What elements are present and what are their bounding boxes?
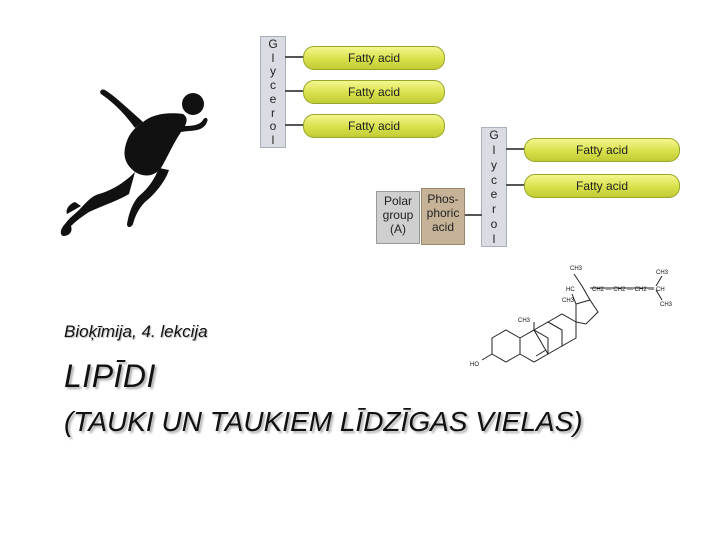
glycerol-letter: l bbox=[271, 50, 275, 65]
sprinter-silhouette-icon bbox=[60, 89, 208, 236]
phosphate-bond bbox=[461, 214, 482, 216]
ch3-label: CH3 bbox=[562, 298, 575, 304]
ch3-label: CH3 bbox=[656, 270, 669, 276]
ch3-label: CH3 bbox=[518, 318, 531, 324]
fatty-acid-chain: Fatty acid bbox=[303, 114, 445, 138]
ester-bond bbox=[285, 90, 305, 92]
fatty-acid-chain: Fatty acid bbox=[303, 80, 445, 104]
fatty-acid-chain: Fatty acid bbox=[524, 138, 680, 162]
ch3-label: CH3 bbox=[660, 302, 673, 308]
glycerol-block: G l y c e r o l bbox=[481, 127, 507, 247]
glycerol-letter: o bbox=[269, 119, 277, 134]
slide-subtitle: Bioķīmija, 4. lekcija bbox=[64, 322, 208, 341]
hc-label: HC bbox=[566, 287, 575, 293]
glycerol-letter: e bbox=[490, 187, 498, 202]
glycerol-letter: o bbox=[490, 216, 498, 231]
glycerol-letter: G bbox=[268, 36, 278, 51]
ho-label: HO bbox=[470, 362, 479, 368]
ch3-label: CH3 bbox=[570, 266, 583, 272]
glycerol-letter: r bbox=[492, 202, 496, 217]
glycerol-letter: e bbox=[269, 91, 277, 106]
ester-bond bbox=[506, 184, 526, 186]
glycerol-letter: y bbox=[491, 157, 497, 172]
phosphoric-acid-line: acid bbox=[431, 220, 454, 234]
fatty-acid-chain: Fatty acid bbox=[524, 174, 680, 198]
slide-title-line2: (TAUKI UN TAUKIEM LĪDZĪGAS VIELAS) bbox=[64, 406, 583, 437]
glycerol-letter: c bbox=[491, 172, 497, 187]
phosphoric-acid-line: phoric bbox=[426, 206, 460, 220]
polar-group-line: Polar bbox=[383, 194, 412, 208]
glycerol-block: G l y c e r o l bbox=[260, 36, 286, 148]
glycerol-letter: l bbox=[271, 133, 275, 148]
glycerol-letter: c bbox=[270, 78, 276, 93]
glycerol-letter: l bbox=[492, 143, 496, 158]
ester-bond bbox=[285, 124, 305, 126]
glycerol-letter: l bbox=[492, 231, 496, 246]
phosphoric-acid-box: Phos- phoric acid bbox=[421, 188, 465, 245]
glycerol-letter: G bbox=[489, 128, 499, 143]
phosphoric-acid-line: Phos- bbox=[427, 192, 459, 206]
side-chain-label: CH2 — CH2 — CH2 — CH bbox=[592, 287, 665, 293]
ester-bond bbox=[506, 148, 526, 150]
polar-group-line: (A) bbox=[390, 222, 406, 236]
polar-group-line: group bbox=[382, 208, 414, 222]
cholesterol-structure: CH3 CH3 HC CH2 — CH2 — CH2 — CH CH3 CH3 … bbox=[470, 266, 673, 368]
ester-bond bbox=[285, 56, 305, 58]
polar-group-box: Polar group (A) bbox=[376, 191, 420, 244]
glycerol-letter: r bbox=[271, 105, 275, 120]
glycerol-letter: y bbox=[270, 64, 276, 79]
slide-title: LIPĪDI bbox=[64, 358, 156, 394]
fatty-acid-chain: Fatty acid bbox=[303, 46, 445, 70]
